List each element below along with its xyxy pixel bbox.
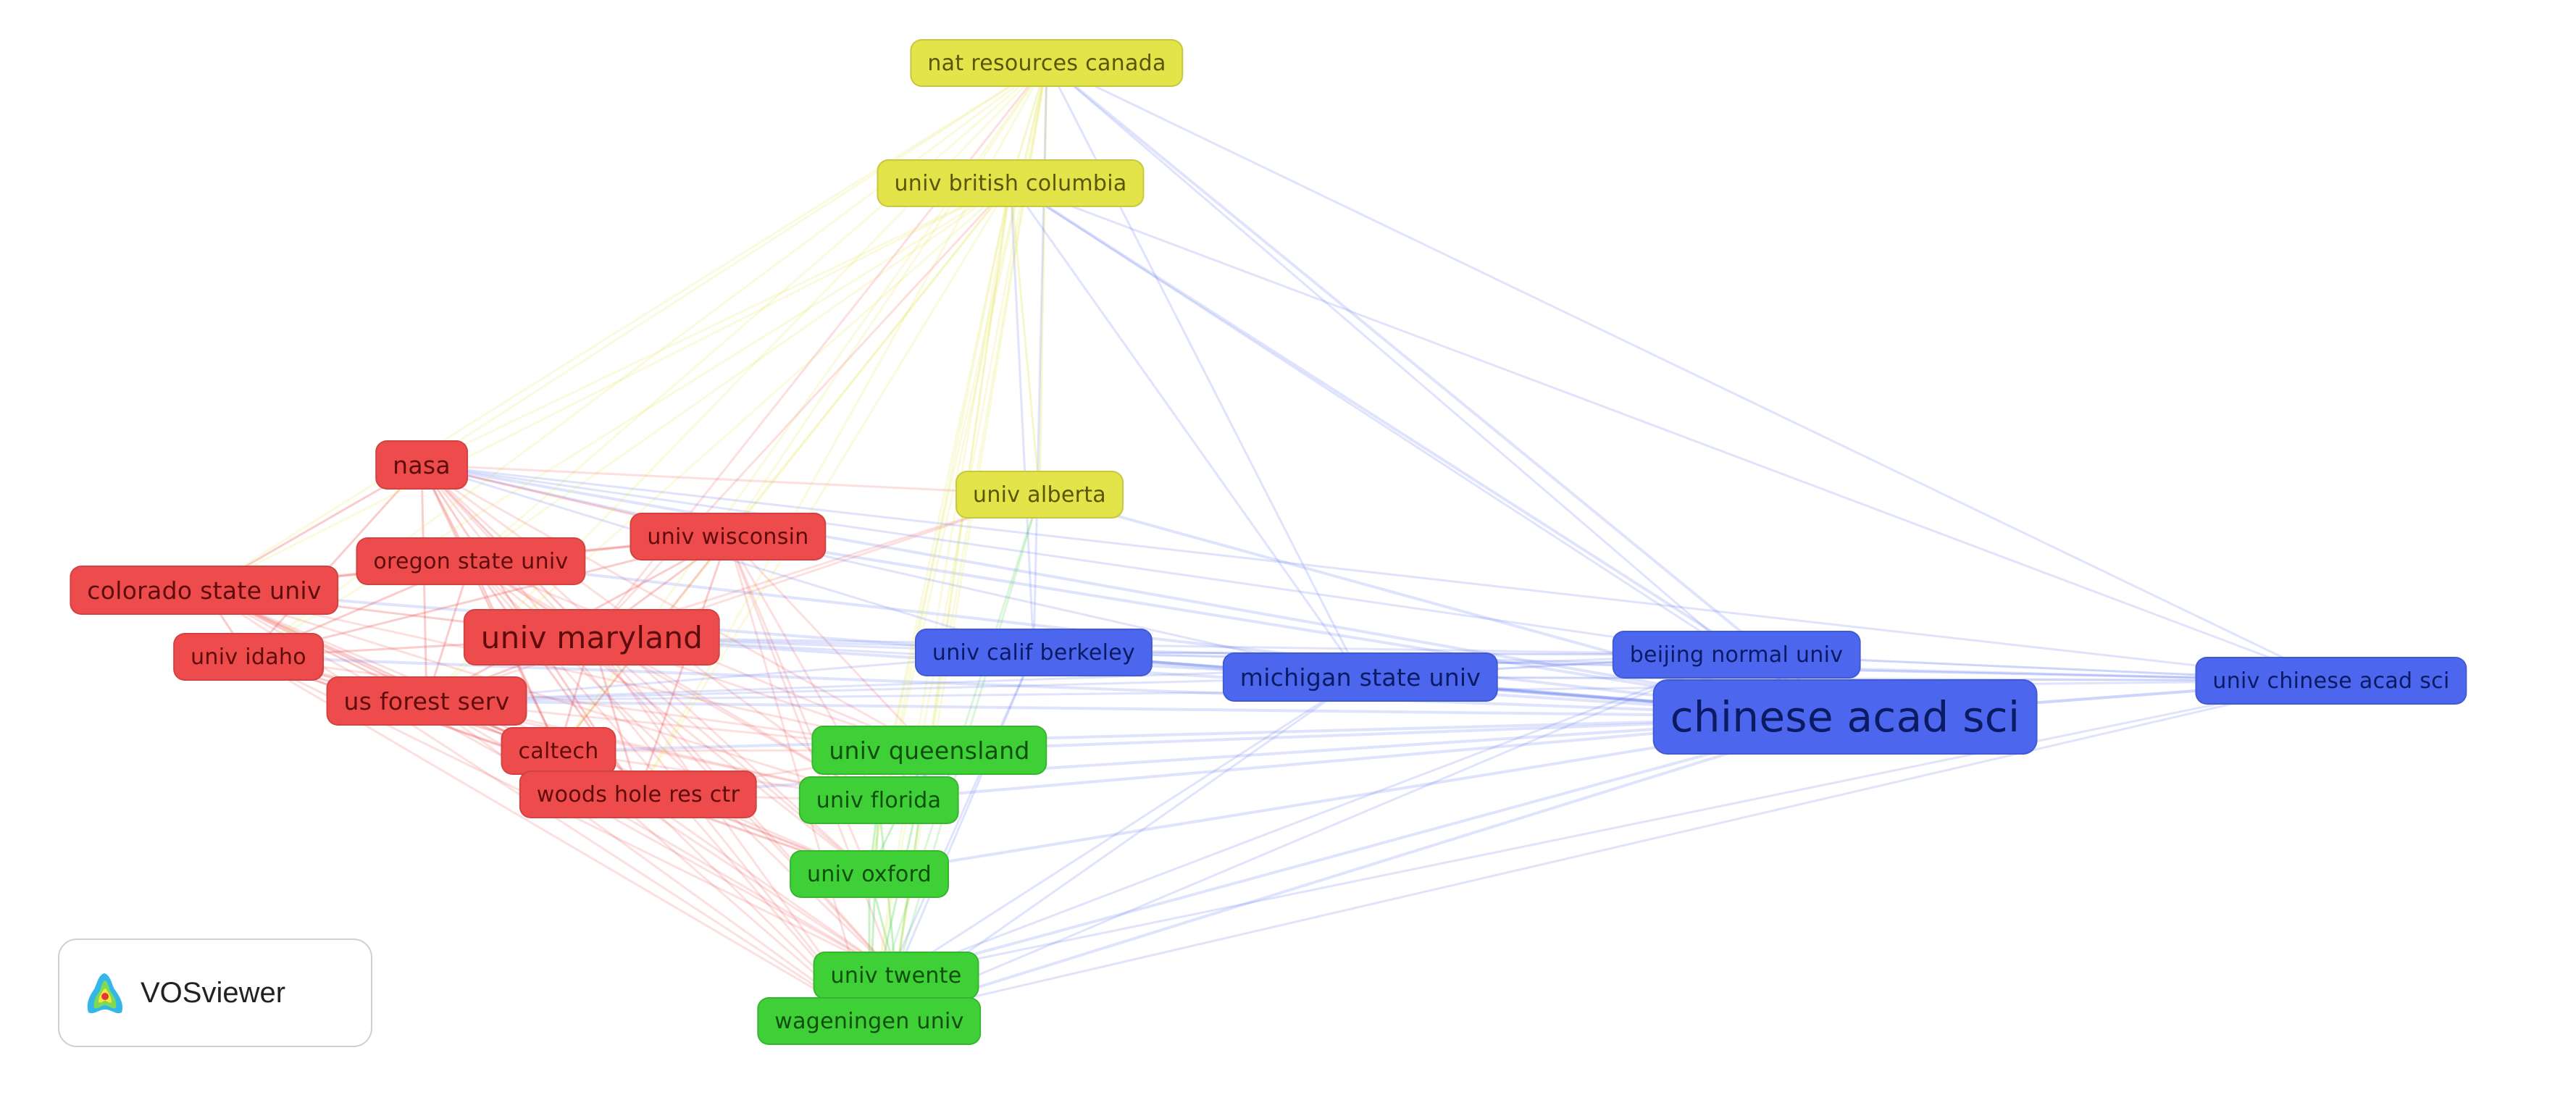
network-link	[591, 636, 870, 876]
network-link	[421, 463, 2332, 682]
network-link	[421, 182, 1011, 466]
node-univ-alberta[interactable]: univ alberta	[955, 471, 1124, 518]
network-link	[727, 182, 1012, 537]
network-link	[727, 535, 931, 752]
network-link	[248, 655, 1846, 718]
network-link	[895, 679, 2332, 977]
node-beijing-normal-univ[interactable]: beijing normal univ	[1612, 631, 1861, 679]
network-link	[869, 679, 2332, 1023]
network-link	[1010, 182, 2332, 682]
network-link	[1032, 62, 1048, 653]
network-link	[421, 463, 1846, 718]
network-link	[1009, 182, 1847, 718]
network-link	[558, 715, 1846, 752]
network-link	[1360, 676, 2332, 682]
network-link	[1038, 62, 1048, 495]
network-link	[470, 560, 879, 802]
network-link	[421, 463, 1040, 496]
node-univ-chinese-acad-sci[interactable]: univ chinese acad sci	[2195, 657, 2467, 705]
network-link	[204, 589, 930, 752]
network-link	[470, 560, 1846, 718]
network-link	[637, 793, 897, 977]
network-link	[869, 653, 1737, 1023]
node-univ-maryland[interactable]: univ maryland	[463, 609, 721, 666]
node-univ-idaho[interactable]: univ idaho	[173, 633, 324, 681]
node-univ-florida[interactable]: univ florida	[798, 776, 959, 824]
node-oregon-state-univ[interactable]: oregon state univ	[356, 537, 586, 585]
network-link	[637, 536, 729, 795]
node-colorado-state-univ[interactable]: colorado state univ	[70, 566, 339, 615]
network-link	[204, 62, 1047, 592]
vosviewer-logo[interactable]: VOSviewer	[58, 939, 372, 1047]
network-link	[895, 715, 1846, 977]
vosviewer-logo-icon	[87, 973, 123, 1014]
network-link	[248, 182, 1011, 658]
node-nat-resources-canada[interactable]: nat resources canada	[910, 39, 1184, 87]
node-univ-calif-berkeley[interactable]: univ calif berkeley	[914, 629, 1153, 676]
network-link	[426, 653, 1737, 702]
network-link	[421, 463, 930, 752]
node-univ-british-columbia[interactable]: univ british columbia	[877, 159, 1145, 207]
network-link	[1009, 182, 1362, 678]
network-link	[895, 653, 1737, 977]
network-link	[591, 636, 1737, 656]
network-link	[421, 463, 1737, 656]
network-link	[421, 463, 1361, 679]
network-link	[1046, 62, 2332, 682]
network-link	[204, 182, 1011, 592]
node-us-forest-serv[interactable]: us forest serv	[326, 676, 527, 726]
network-link	[204, 589, 879, 802]
network-link	[895, 182, 1012, 976]
network-link	[426, 493, 1040, 702]
node-univ-twente[interactable]: univ twente	[813, 952, 979, 999]
node-caltech[interactable]: caltech	[501, 727, 616, 775]
network-link	[420, 463, 871, 876]
network-link	[591, 636, 1846, 718]
network-link	[1045, 62, 1847, 718]
network-link	[426, 676, 1361, 702]
network-link	[420, 464, 560, 752]
node-michigan-state-univ[interactable]: michigan state univ	[1222, 652, 1499, 702]
network-link	[895, 676, 1361, 977]
node-woods-hole-res-ctr[interactable]: woods hole res ctr	[519, 771, 758, 818]
network-link	[869, 715, 1846, 1023]
network-link	[426, 700, 870, 1023]
network-link	[470, 62, 1047, 563]
network-link	[470, 182, 1011, 563]
network-link	[426, 700, 1846, 718]
network-link	[1009, 182, 1035, 653]
network-link	[247, 463, 423, 658]
node-univ-wisconsin[interactable]: univ wisconsin	[630, 513, 827, 561]
vosviewer-logo-text: VOSviewer	[141, 976, 286, 1009]
network-link	[1010, 182, 1737, 656]
node-wageningen-univ[interactable]: wageningen univ	[757, 997, 982, 1045]
node-univ-queensland[interactable]: univ queensland	[811, 726, 1047, 775]
network-link	[727, 536, 871, 1022]
network-link	[727, 62, 1048, 537]
network-link	[421, 62, 1047, 466]
network-link	[877, 182, 1012, 801]
network-link	[637, 182, 1012, 795]
network-link	[590, 182, 1012, 639]
network-link	[1046, 62, 1737, 656]
node-chinese-acad-sci[interactable]: chinese acad sci	[1652, 679, 2038, 755]
network-link	[1009, 182, 1041, 495]
network-link	[895, 652, 1035, 976]
node-univ-oxford[interactable]: univ oxford	[790, 850, 949, 898]
node-nasa[interactable]: nasa	[375, 440, 468, 490]
